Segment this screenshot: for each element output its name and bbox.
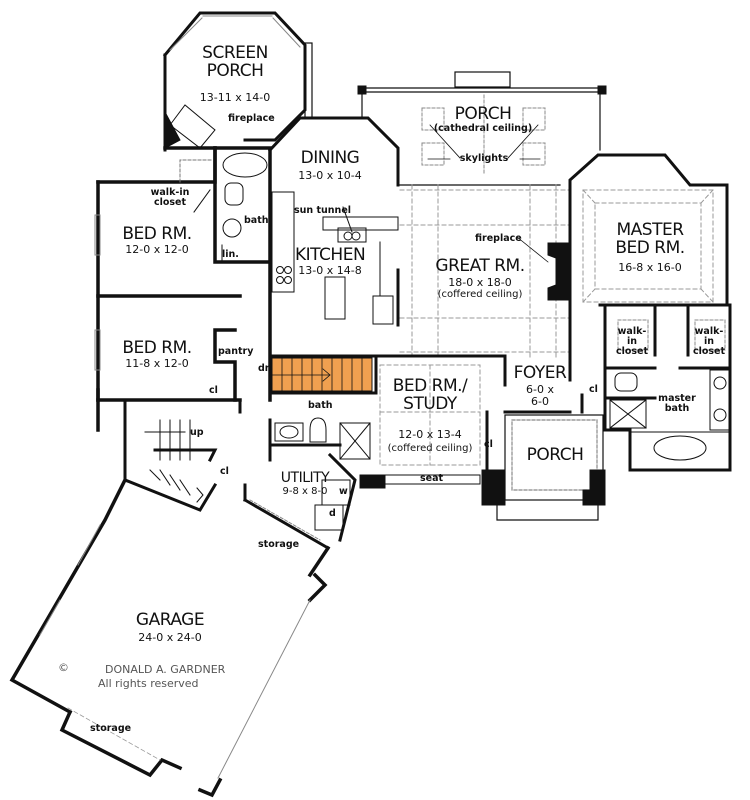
room-name-line: BED RM./ — [392, 376, 468, 396]
stairs-up — [123, 419, 218, 512]
garage-label: GARAGE — [135, 610, 205, 630]
hall-bath-label: bath — [308, 400, 333, 411]
study-dims: 12-0 x 13-4 — [398, 428, 462, 441]
bed1-dims: 12-0 x 12-0 — [125, 243, 189, 256]
bed2-label: BED RM. — [122, 338, 192, 358]
sun-tunnel-label: sun tunnel — [294, 205, 352, 216]
foyer-label: FOYER — [513, 363, 567, 383]
study-walls — [374, 354, 507, 472]
dims-line: 6-0 — [531, 394, 549, 408]
bed1-label: BED RM. — [122, 224, 192, 244]
garage-dims: 24-0 x 24-0 — [138, 631, 202, 644]
great-room-label: GREAT RM. — [435, 256, 525, 276]
bed2-closet-label: cl — [209, 385, 218, 396]
bed1-bath-label: bath — [244, 215, 269, 226]
kitchen-dims: 13-0 x 14-8 — [298, 264, 362, 277]
master-bath-label: master bath — [655, 394, 699, 414]
screen-porch-dims: 13-11 x 14-0 — [199, 91, 271, 104]
stairs-up-label: up — [190, 427, 204, 438]
garage-walls — [9, 477, 331, 798]
study-note: (coffered ceiling) — [387, 443, 473, 454]
rear-porch-walls — [361, 71, 601, 151]
bed2-dims: 11-8 x 12-0 — [125, 357, 189, 370]
study-closet-label: cl — [484, 439, 493, 450]
great-room-fireplace-label: fireplace — [475, 233, 522, 244]
master-bed-label: MASTER BED RM. — [605, 220, 695, 258]
foyer-closet-label: cl — [589, 384, 598, 395]
room-name-line: SCREEN — [202, 43, 268, 63]
great-room-dims: 18-0 x 18-0 — [448, 276, 512, 289]
study-label: BED RM./ STUDY — [378, 376, 482, 414]
utility-dims: 9-8 x 8-0 — [282, 486, 328, 497]
room-name-line: PORCH — [206, 60, 264, 81]
screen-porch-fireplace-label: fireplace — [228, 113, 275, 124]
utility-storage-label: storage — [258, 539, 300, 550]
label-line: bath — [664, 402, 690, 414]
kitchen-counters — [271, 191, 399, 325]
utility-label: UTILITY — [280, 470, 330, 486]
stairs-down-label: dn — [258, 363, 272, 374]
foyer-dims: 6-0 x 6-0 — [510, 384, 570, 407]
pantry-label: pantry — [218, 346, 254, 357]
dims-line: 6-0 x — [526, 383, 554, 396]
garage-storage-label: storage — [90, 723, 132, 734]
rear-porch-label: PORCH — [454, 104, 512, 124]
skylights-label: skylights — [459, 153, 509, 164]
room-name-line: STUDY — [403, 393, 457, 414]
bed1-closet-label: walk-in closet — [150, 187, 190, 208]
dining-walls — [267, 116, 400, 187]
great-room-fireplace — [516, 236, 569, 301]
seat-label: seat — [420, 473, 444, 484]
great-room-note: (coffered ceiling) — [437, 289, 523, 300]
front-porch-label: PORCH — [526, 445, 584, 465]
copyright-rights: All rights reserved — [98, 677, 199, 690]
room-name-line: BED RM. — [615, 237, 685, 258]
room-name-line: MASTER — [616, 220, 684, 240]
master-bed-walls — [568, 153, 729, 307]
linen-label: lin. — [222, 249, 239, 260]
master-closet-left-label: walk-in closet — [615, 326, 649, 357]
screen-porch-label: SCREEN PORCH — [195, 43, 275, 81]
kitchen-label: KITCHEN — [295, 245, 366, 265]
screen-porch-fireplace — [164, 104, 216, 149]
dining-dims: 13-0 x 10-4 — [298, 169, 362, 182]
master-bath-walls — [603, 303, 732, 472]
master-bed-dims: 16-8 x 16-0 — [618, 261, 682, 274]
rear-porch-note: (cathedral ceiling) — [433, 123, 533, 134]
washer-label: w — [339, 486, 348, 497]
utility-walls — [242, 452, 357, 551]
exterior-walls — [96, 146, 272, 432]
stair-closet-label: cl — [220, 466, 229, 477]
copyright-name: DONALD A. GARDNER — [105, 663, 226, 676]
dining-label: DINING — [300, 148, 360, 168]
label-line: master — [658, 393, 696, 404]
dryer-label: d — [329, 508, 336, 519]
master-closet-right-label: walk-in closet — [692, 326, 726, 357]
copyright-symbol: © — [58, 661, 69, 674]
